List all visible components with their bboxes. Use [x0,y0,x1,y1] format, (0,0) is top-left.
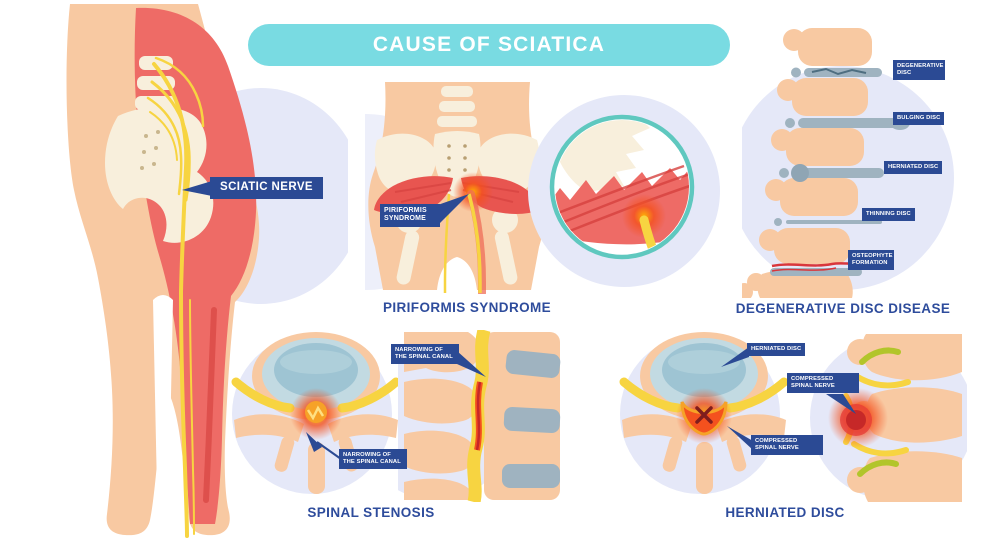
label-compressed-spinal-nerve-sagittal: COMPRESSED SPINAL NERVE [787,373,859,393]
figure-herniated-disc-axial [619,332,789,494]
label-thinning-disc: THINNING DISC [862,208,915,221]
figure-spinal-stenosis-axial [231,332,401,494]
figure-sciatic-nerve-body [66,4,348,538]
label-osteophyte-formation: OSTEOPHYTE FORMATION [848,250,894,270]
title-banner: CAUSE OF SCIATICA [248,24,730,66]
figure-piriformis-magnified-inset [528,95,720,287]
figure-herniated-disc-sagittal [810,334,967,502]
label-compressed-spinal-nerve-axial: COMPRESSED SPINAL NERVE [751,435,823,455]
label-narrowing-spinal-canal-axial: NARROWING OF THE SPINAL CANAL [339,449,407,469]
caption-piriformis-syndrome: PIRIFORMIS SYNDROME [382,300,552,315]
caption-spinal-stenosis: SPINAL STENOSIS [307,505,435,520]
figure-piriformis-pelvis [365,82,546,294]
label-sciatic-nerve: SCIATIC NERVE [210,177,323,199]
label-degenerative-disc: DEGENERATIVE DISC [893,60,945,80]
caption-degenerative-disc-disease: DEGENERATIVE DISC DISEASE [735,301,951,316]
label-bulging-disc: BULGING DISC [893,112,945,125]
page-title: CAUSE OF SCIATICA [372,33,606,56]
label-herniated-disc-axial: HERNIATED DISC [747,343,806,356]
caption-herniated-disc: HERNIATED DISC [725,505,845,520]
label-herniated-disc-spine: HERNIATED DISC [884,161,943,174]
label-piriformis-syndrome: PIRIFORMIS SYNDROME [380,204,440,227]
label-narrowing-spinal-canal-sagittal: NARROWING OF THE SPINAL CANAL [391,344,459,364]
